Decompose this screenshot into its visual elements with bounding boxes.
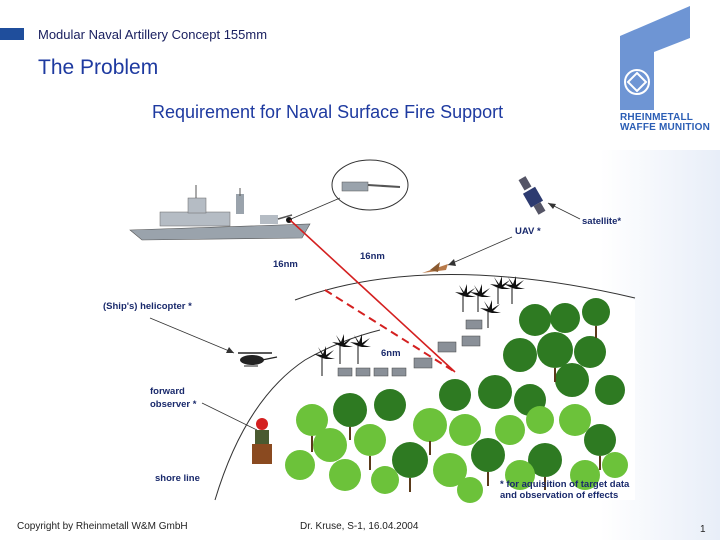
target-vehicles-icon	[337, 319, 483, 377]
range-label-16nm-arc: 16nm	[360, 251, 385, 262]
uav-label: UAV *	[515, 226, 541, 237]
gun-turret-icon	[341, 181, 401, 192]
logo-line-1: RHEINMETALL	[620, 112, 694, 123]
header-title: Modular Naval Artillery Concept 155mm	[38, 27, 268, 42]
helicopter-icon	[238, 352, 278, 367]
note-line-1: * for aquisition of target data	[500, 479, 630, 490]
frigate-icon	[129, 185, 311, 241]
logo-line-2: WAFFE MUNITION	[620, 122, 711, 133]
fire-line-16nm	[289, 219, 456, 373]
footer-page-number: 1	[700, 524, 706, 535]
range-label-6nm: 6nm	[381, 348, 401, 359]
forest-icon	[285, 298, 628, 503]
header-accent-bar	[0, 28, 24, 40]
slide-subtitle: Requirement for Naval Surface Fire Suppo…	[152, 102, 504, 122]
note-line-2: and observation of effects	[500, 490, 618, 501]
forward-observer-icon	[252, 418, 272, 464]
slide-title: The Problem	[38, 56, 159, 79]
forward-observer-label-1: forward	[150, 386, 185, 397]
uav-icon	[422, 262, 448, 273]
range-arc-16nm	[294, 274, 636, 301]
helicopter-label: (Ship's) helicopter *	[103, 301, 192, 312]
footer-author-date: Dr. Kruse, S-1, 16.04.2004	[300, 521, 419, 532]
footer-copyright: Copyright by Rheinmetall W&M GmbH	[17, 521, 188, 532]
palm-trees-icon	[314, 276, 525, 376]
range-label-16nm-left: 16nm	[273, 259, 298, 270]
logo-wordmark: RHEINMETALL WAFFE MUNITION	[620, 113, 710, 133]
satellite-icon	[518, 176, 546, 215]
rheinmetall-logo-icon	[620, 6, 690, 110]
shore-line	[214, 329, 381, 501]
shore-line-label: shore line	[155, 473, 200, 484]
forward-observer-label-2: observer *	[150, 399, 197, 410]
satellite-label: satellite*	[582, 216, 621, 227]
